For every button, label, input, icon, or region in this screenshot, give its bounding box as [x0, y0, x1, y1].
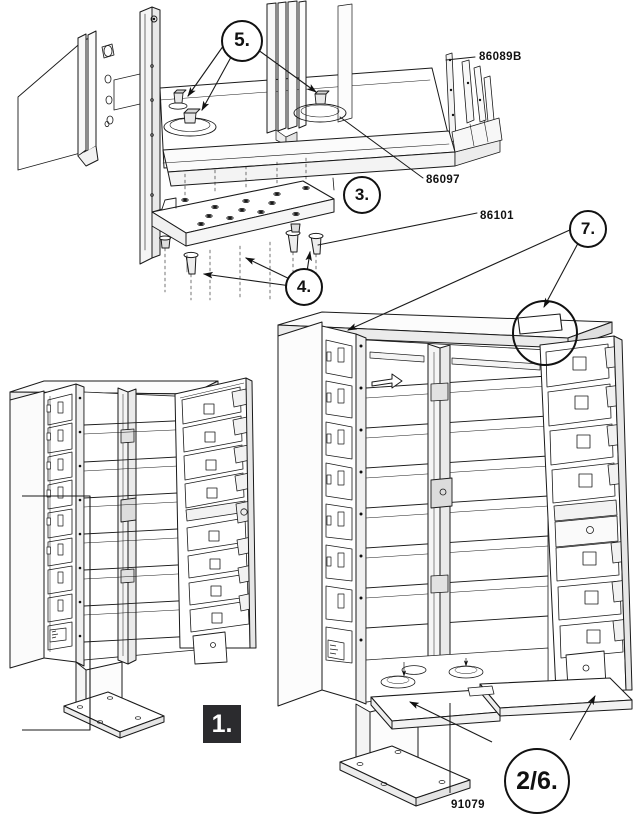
part-label-86089b: 86089B — [479, 51, 522, 63]
figure-bottom-left-cabinet — [9, 377, 257, 739]
step-callout-7: 7. — [569, 210, 607, 248]
step-callout-2-6: 2/6. — [504, 748, 570, 814]
part-label-91079: 91079 — [451, 799, 485, 811]
step-callout-1: 1. — [203, 705, 241, 743]
detail-magnifier-circle — [512, 300, 578, 366]
step-callout-5: 5. — [221, 20, 263, 62]
step-callout-3: 3. — [343, 176, 381, 214]
figure-top-base-detail — [17, 0, 503, 301]
part-label-86101: 86101 — [480, 210, 514, 222]
figure-bottom-right-cabinet — [277, 311, 633, 807]
step-callout-4: 4. — [285, 268, 323, 306]
part-label-86097: 86097 — [426, 174, 460, 186]
